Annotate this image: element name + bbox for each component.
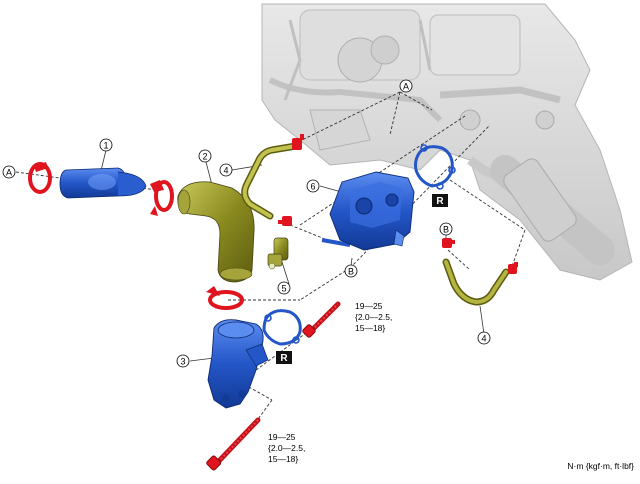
replace-mark-upper: R <box>432 194 448 207</box>
callout-6: 6 <box>306 179 320 193</box>
svg-text:2: 2 <box>202 152 207 162</box>
svg-text:15—18}: 15—18} <box>355 323 385 333</box>
small-clamp-lower-a <box>442 238 455 248</box>
thermostat-housing-part-3 <box>207 319 269 409</box>
svg-text:B: B <box>348 267 354 277</box>
bolt-lower <box>206 417 261 471</box>
replace-mark-lower: R <box>276 351 292 364</box>
torque-unit-label: N·m {kgf·m, ft·lbf} <box>567 461 634 471</box>
svg-text:5: 5 <box>281 284 286 294</box>
sensor-part-5 <box>267 237 289 270</box>
svg-text:R: R <box>436 196 444 207</box>
water-outlet-housing-part-6 <box>329 171 415 251</box>
callout-4-lower: 4 <box>477 331 491 345</box>
svg-text:19—25: 19—25 <box>268 432 296 442</box>
small-clamp-upper-a <box>292 134 304 150</box>
callout-b-mid: B <box>344 264 358 278</box>
svg-text:{2.0—2.5,: {2.0—2.5, <box>355 312 392 322</box>
svg-text:4: 4 <box>223 166 228 176</box>
svg-text:{2.0—2.5,: {2.0—2.5, <box>268 443 305 453</box>
callout-3: 3 <box>176 354 190 368</box>
small-clamp-upper-b <box>278 216 292 226</box>
water-hose-part-4-upper <box>241 142 300 220</box>
svg-text:1: 1 <box>103 141 108 151</box>
callout-4-upper: 4 <box>219 163 233 177</box>
small-pipe <box>321 238 351 247</box>
engine-block-background <box>261 3 633 281</box>
small-clamp-lower-b <box>508 262 518 274</box>
air-hose-part-1 <box>59 167 147 199</box>
svg-text:A: A <box>403 82 409 92</box>
callout-a-top: A <box>399 79 413 93</box>
torque-spec-lower: 19—25 {2.0—2.5, 15—18} <box>268 432 305 464</box>
svg-text:4: 4 <box>481 334 486 344</box>
callout-b-right: B <box>439 222 453 236</box>
svg-text:A: A <box>6 168 12 178</box>
callout-a-left: A <box>2 165 16 179</box>
svg-text:B: B <box>443 225 449 235</box>
gasket-lower <box>262 309 302 346</box>
hose-clamp-mid <box>150 180 174 216</box>
svg-text:6: 6 <box>310 182 315 192</box>
coolant-hose-part-2 <box>177 181 255 283</box>
svg-text:R: R <box>280 353 288 364</box>
gasket-upper <box>414 144 456 190</box>
torque-spec-upper: 19—25 {2.0—2.5, 15—18} <box>355 301 392 333</box>
callout-1: 1 <box>99 138 113 152</box>
hose-clamp-lower <box>206 286 244 310</box>
callout-5: 5 <box>277 281 291 295</box>
water-hose-part-4-lower <box>442 258 510 306</box>
bolt-upper <box>302 301 341 338</box>
callout-2: 2 <box>198 149 212 163</box>
svg-text:15—18}: 15—18} <box>268 454 298 464</box>
hose-clamp-left <box>28 162 52 194</box>
svg-text:3: 3 <box>180 357 185 367</box>
svg-text:19—25: 19—25 <box>355 301 383 311</box>
